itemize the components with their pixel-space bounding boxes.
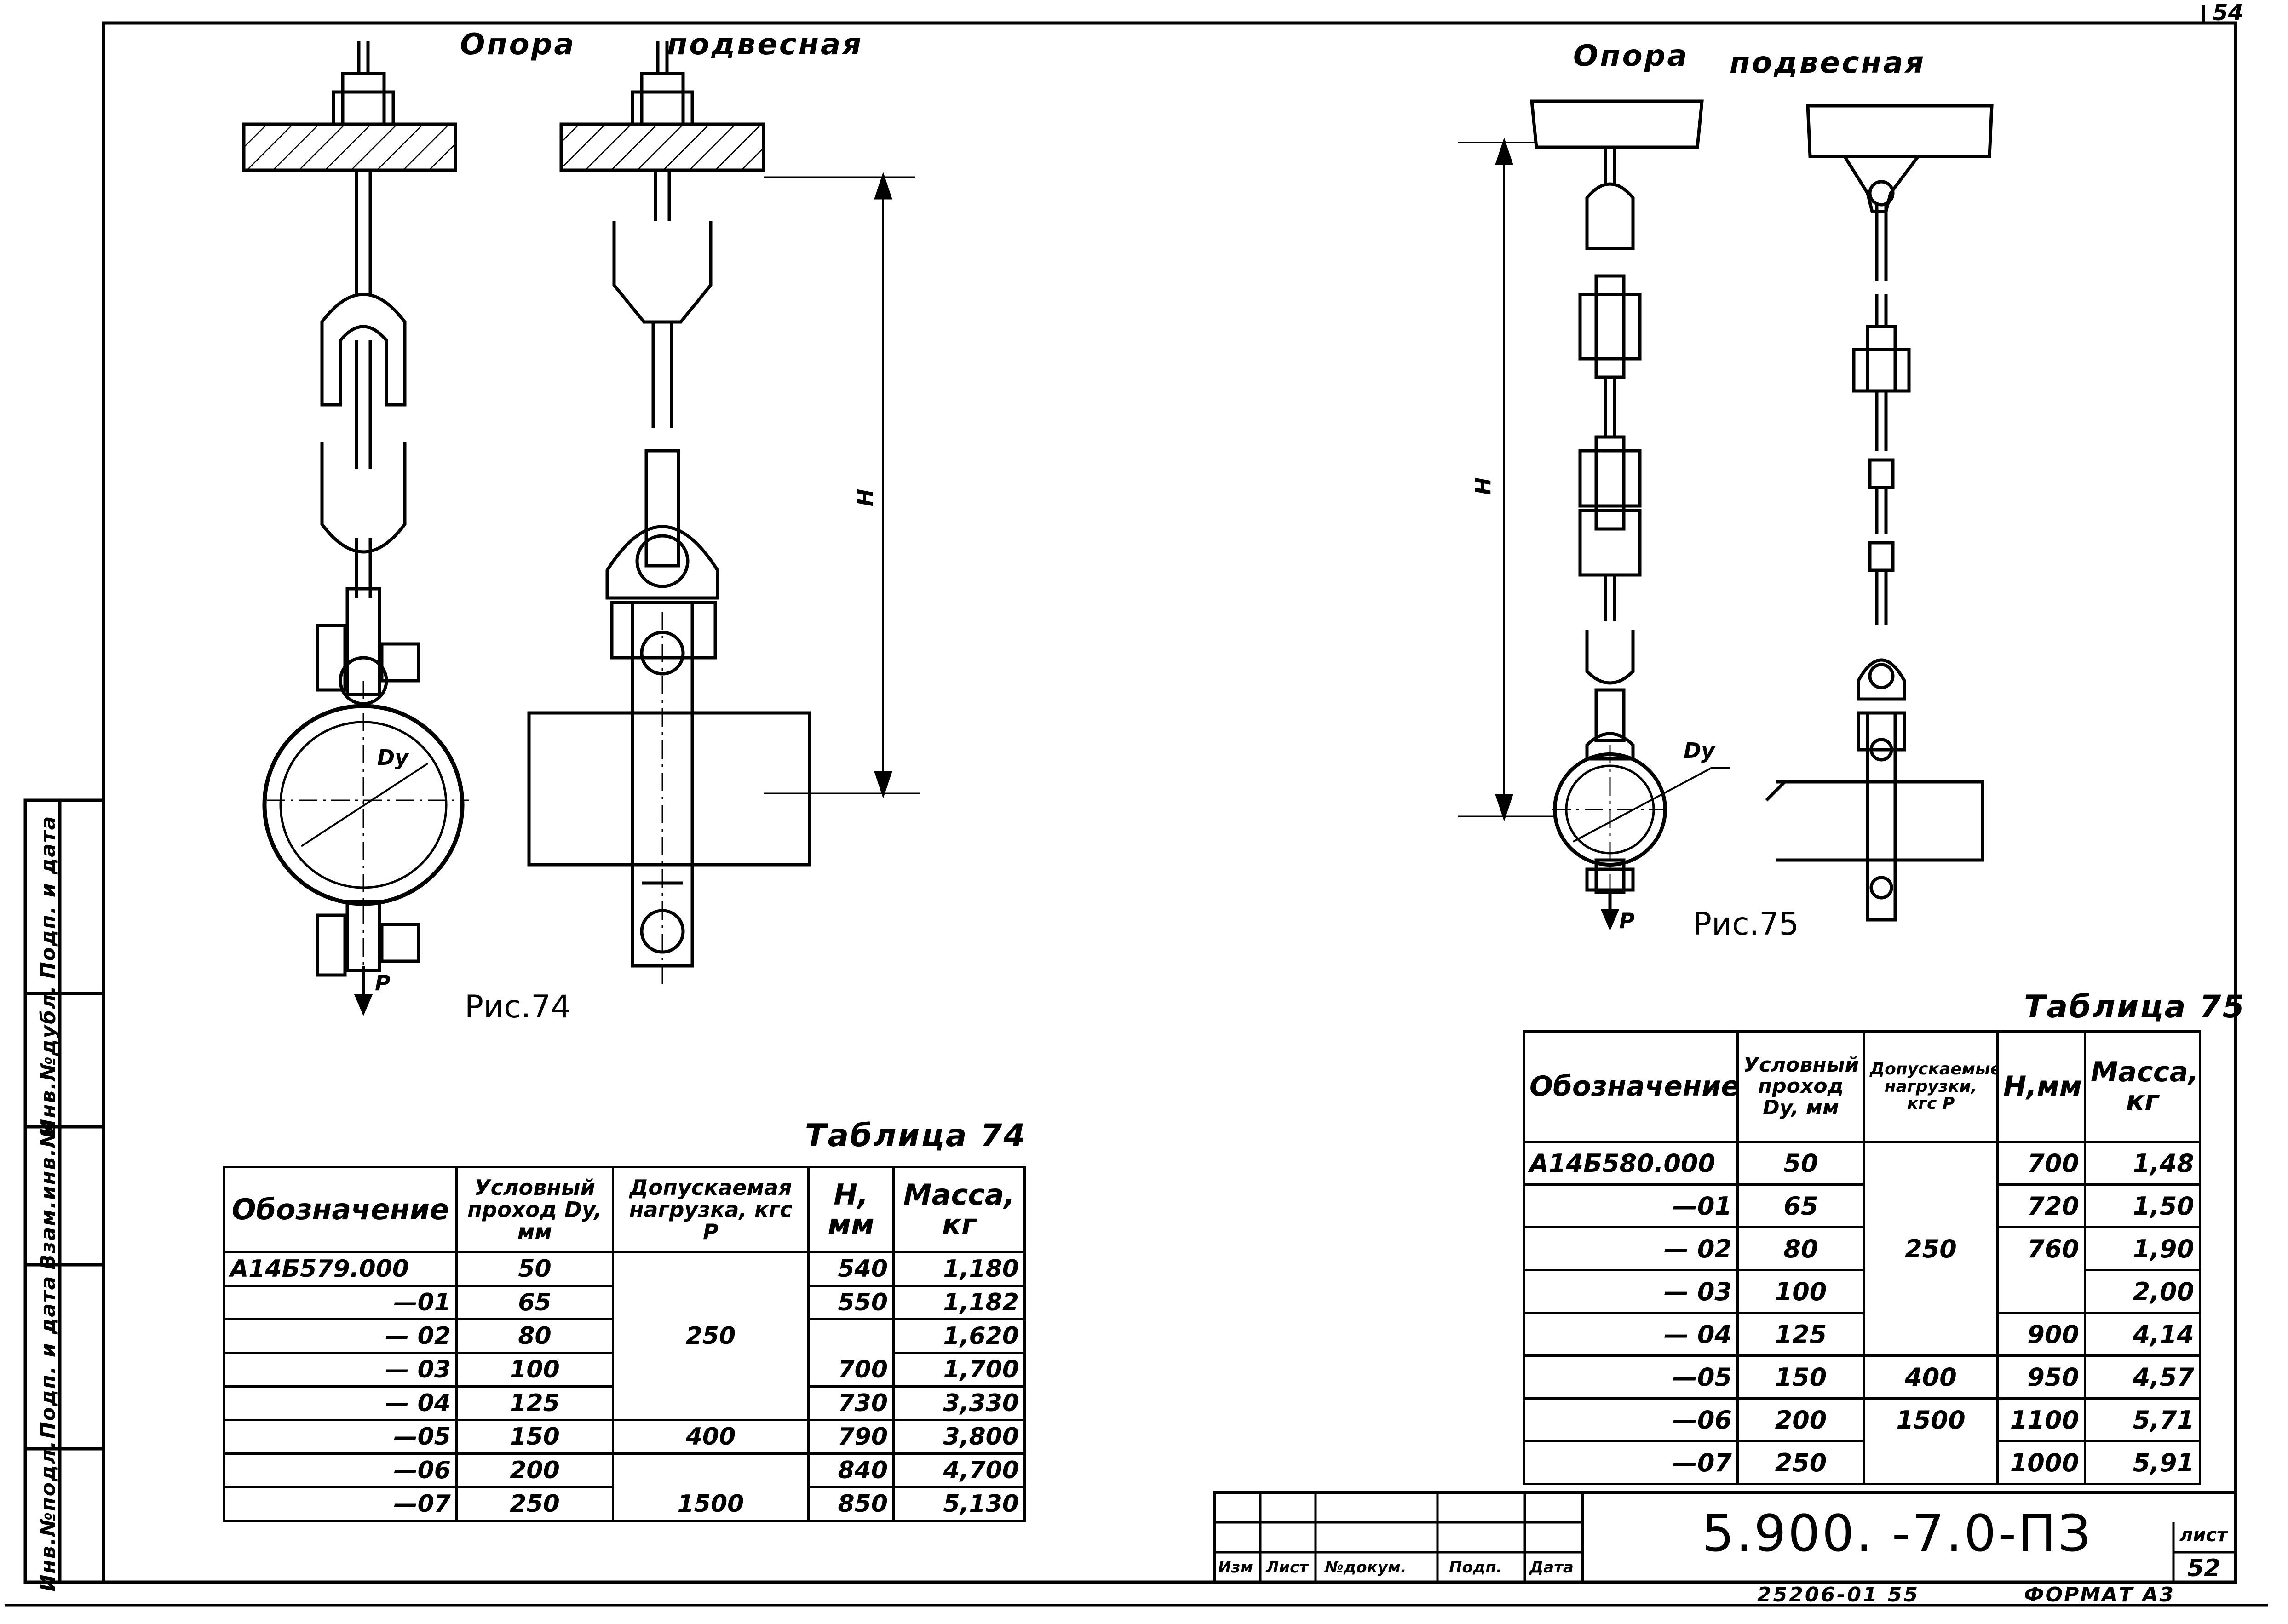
table-row: —07 250 1500 850 5,130	[223, 1486, 1026, 1522]
table-75: Обозначение Условный проход Dy, мм Допус…	[1523, 1030, 2201, 1485]
title-block-frame	[1213, 1491, 2237, 1584]
table-74: Обозначение Условный проход Dy, мм Допус…	[223, 1166, 1026, 1522]
fig75-label-p: P	[1619, 908, 1635, 933]
tb-label-sheet: Лист	[1266, 1558, 1308, 1577]
header-load: Допускаемые нагрузки, кгс P	[1863, 1030, 1999, 1143]
header-load: Допускаемая нагрузка, кгс P	[612, 1166, 810, 1253]
tb-label-sign: Подп.	[1449, 1558, 1502, 1577]
fig75-title-right: подвесная	[1730, 46, 1926, 80]
table-row: — 02 80 250 760 1,90	[1523, 1226, 2201, 1271]
fig74-caption: Рис.74	[465, 989, 571, 1025]
table-row: А14Б580.000 50 700 1,48	[1523, 1141, 2201, 1186]
sheet-label: лист	[2179, 1525, 2228, 1546]
fig74-front-view	[242, 41, 469, 1016]
fig75-title-left: Опора	[1573, 39, 1689, 73]
header-mass: Масса, кг	[892, 1166, 1026, 1253]
fig74-title-left: Опора	[460, 28, 576, 62]
fig75-h-dimension	[1458, 137, 1555, 822]
sheet-number: 54	[2213, 0, 2243, 26]
header-h: H,мм	[1996, 1030, 2086, 1143]
table-row: — 03 100 700 1,700	[223, 1352, 1026, 1388]
fig75-side-view	[1765, 104, 1994, 922]
fig74-label-h: H	[853, 488, 878, 507]
table-header-row: Обозначение Условный проход Dy, мм Допус…	[1523, 1030, 2201, 1143]
tb-label-date: Дата	[1529, 1558, 1574, 1577]
fig75-caption: Рис.75	[1693, 906, 1799, 942]
document-number: 5.900. -7.0-ПЗ	[1702, 1504, 2093, 1563]
fig74-label-p: P	[375, 970, 391, 995]
table-row: А14Б579.000 50 540 1,180	[223, 1251, 1026, 1287]
fig75-label-h: H	[1471, 477, 1496, 495]
stamp-inv-orig: Инв.№подл.	[36, 1440, 60, 1591]
table-row: —05 150 400 950 4,57	[1523, 1354, 2201, 1400]
table-row: —01 65 720 1,50	[1523, 1183, 2201, 1228]
fig74-title-right: подвесная	[667, 28, 863, 62]
format-label: ФОРМАТ А3	[2024, 1583, 2175, 1607]
tb-label-docnum: №докум.	[1325, 1558, 1407, 1577]
table-header-row: Обозначение Условный проход Dy, мм Допус…	[223, 1166, 1026, 1253]
header-designation: Обозначение	[223, 1166, 458, 1253]
sheet-value: 52	[2187, 1555, 2221, 1582]
table-row: —06 200 840 4,700	[223, 1452, 1026, 1488]
footer-code: 25206-01 55	[1757, 1583, 1920, 1607]
header-designation: Обозначение	[1523, 1030, 1739, 1143]
table-row: — 04 125 900 4,14	[1523, 1312, 2201, 1357]
fig74-side-view	[527, 41, 811, 989]
table75-caption: Таблица 75	[2024, 989, 2246, 1025]
fig75-label-dy: Dy	[1684, 738, 1715, 763]
table74-caption: Таблица 74	[805, 1118, 1027, 1154]
stamp-sign-date-2: Подп. и дата	[36, 815, 60, 979]
table-row: —07 250 1000 5,91	[1523, 1440, 2201, 1485]
fig74-h-dimension	[764, 172, 920, 799]
header-mass: Масса, кг	[2084, 1030, 2201, 1143]
table-row: —06 200 1500 1100 5,71	[1523, 1397, 2201, 1442]
header-h: H, мм	[807, 1166, 895, 1253]
stamp-sign-date-1: Подп. и дата	[36, 1275, 60, 1439]
fig74-label-dy: Dy	[377, 745, 409, 770]
table-row: — 04 125 730 3,330	[223, 1385, 1026, 1421]
fig75-front-view	[1530, 99, 1730, 931]
stamp-inv-dup: Инв.№дубл.	[36, 984, 60, 1136]
tb-label-change: Изм	[1218, 1558, 1253, 1577]
table-row: — 02 80 250 1,620	[223, 1318, 1026, 1354]
table-row: —01 65 550 1,182	[223, 1285, 1026, 1320]
table-row: —05 150 400 790 3,800	[223, 1419, 1026, 1455]
header-nominal-bore: Условный проход Dy, мм	[1736, 1030, 1865, 1143]
stamp-replace-inv: Взам.инв.№	[36, 1122, 60, 1270]
header-nominal-bore: Условный проход Dy, мм	[455, 1166, 614, 1253]
table-row: — 03 100 2,00	[1523, 1269, 2201, 1314]
